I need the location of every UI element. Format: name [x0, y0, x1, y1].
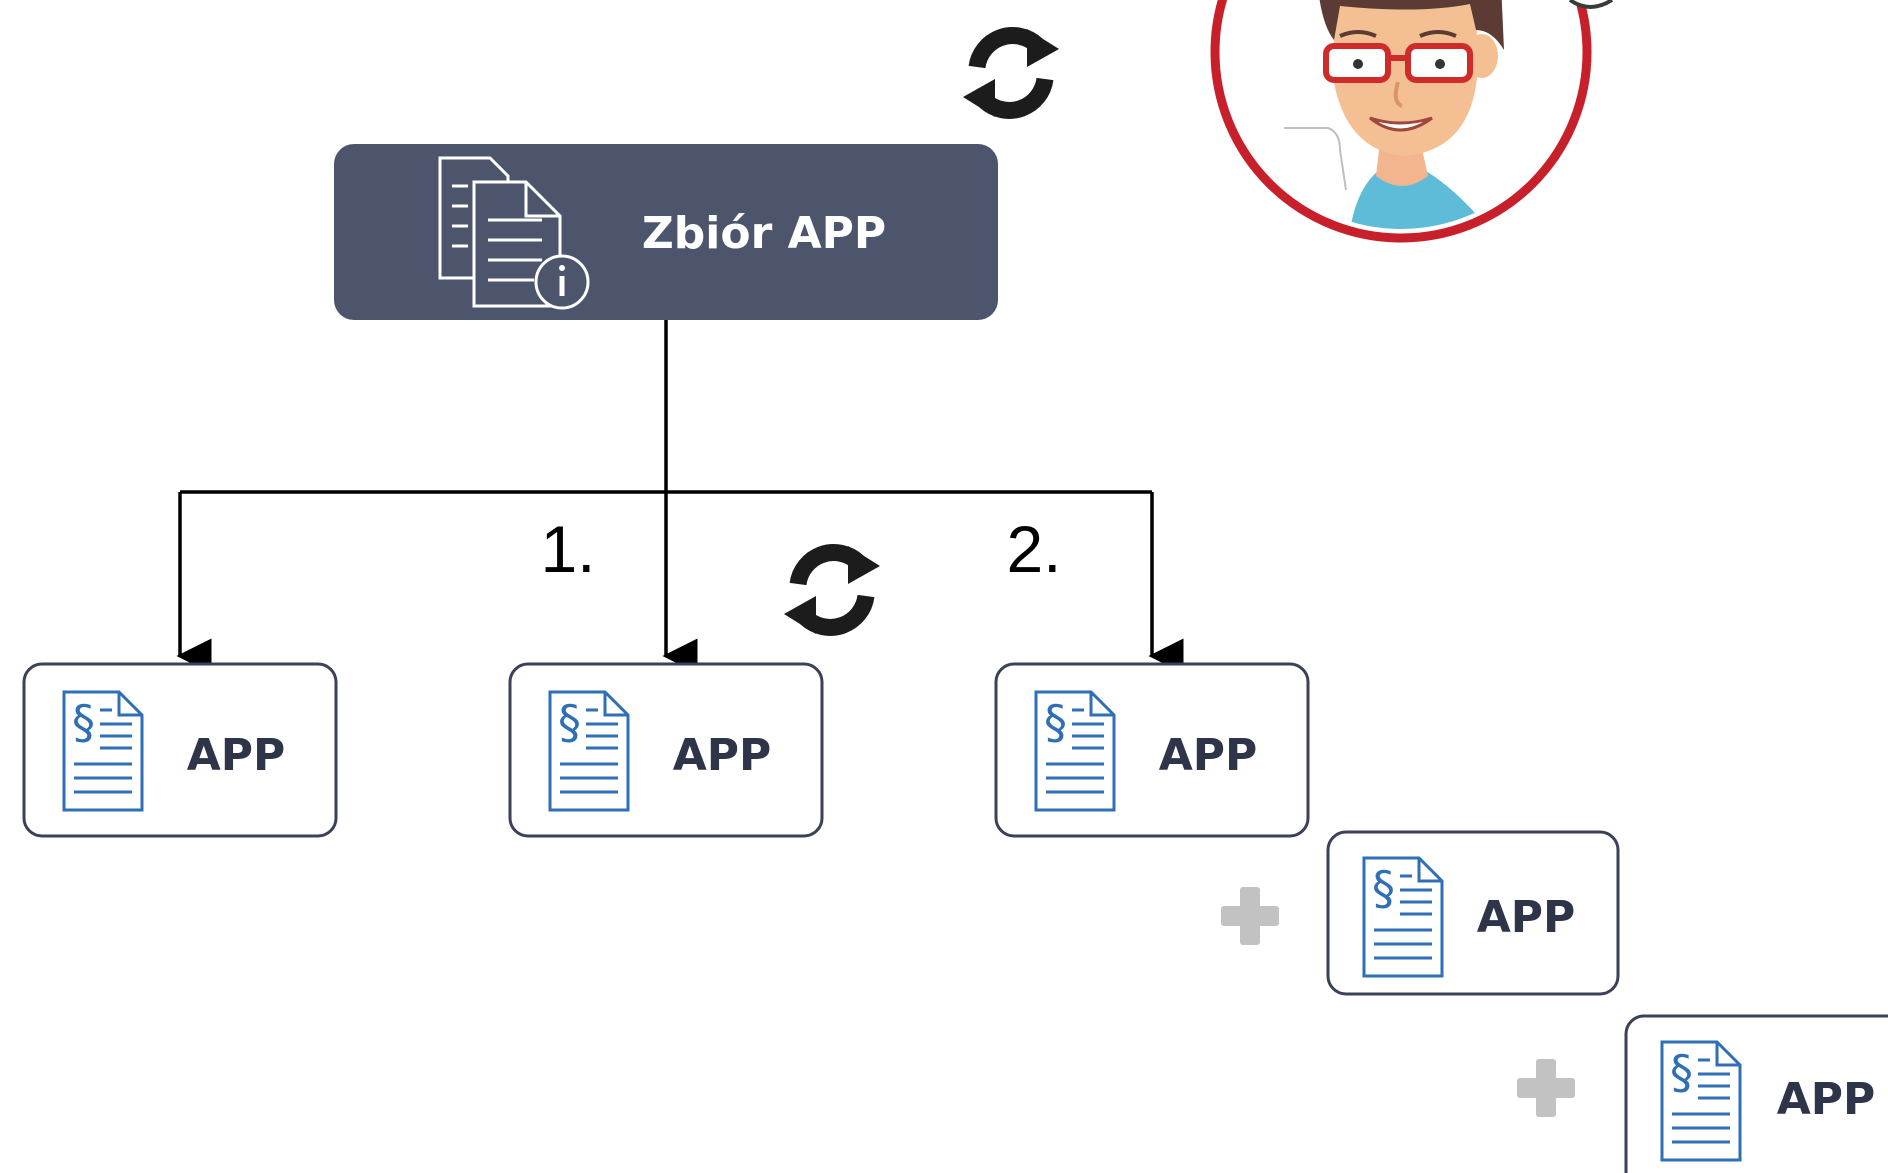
- legal-document-icon: [1660, 1040, 1742, 1162]
- child-label-1: APP: [187, 730, 286, 781]
- root-node[interactable]: Zbiór APP: [334, 144, 998, 320]
- legal-document-icon: [1034, 690, 1116, 812]
- connectors: [176, 320, 1184, 674]
- added-label-1: APP: [1477, 892, 1576, 943]
- plus-icon: [1221, 887, 1279, 945]
- child-label-2: APP: [673, 730, 772, 781]
- refresh-icon: [784, 546, 880, 634]
- child-node-3[interactable]: APP: [994, 662, 1310, 838]
- documents-info-icon: [438, 156, 590, 310]
- step-label-2: 2.: [1006, 512, 1061, 586]
- step-label-1: 1.: [540, 512, 595, 586]
- added-node-1[interactable]: APP: [1326, 830, 1620, 996]
- user-avatar-icon: [1210, 0, 1614, 243]
- refresh-icon: [963, 29, 1059, 117]
- root-label: Zbiór APP: [642, 208, 886, 259]
- added-label-2: APP: [1777, 1074, 1876, 1125]
- child-node-2[interactable]: APP: [508, 662, 824, 838]
- child-node-1[interactable]: APP: [22, 662, 338, 838]
- legal-document-icon: [548, 690, 630, 812]
- plus-icon: [1517, 1059, 1575, 1117]
- legal-document-icon: [1362, 856, 1444, 978]
- child-label-3: APP: [1159, 730, 1258, 781]
- added-node-2[interactable]: APP: [1624, 1014, 1888, 1173]
- legal-document-icon: [62, 690, 144, 812]
